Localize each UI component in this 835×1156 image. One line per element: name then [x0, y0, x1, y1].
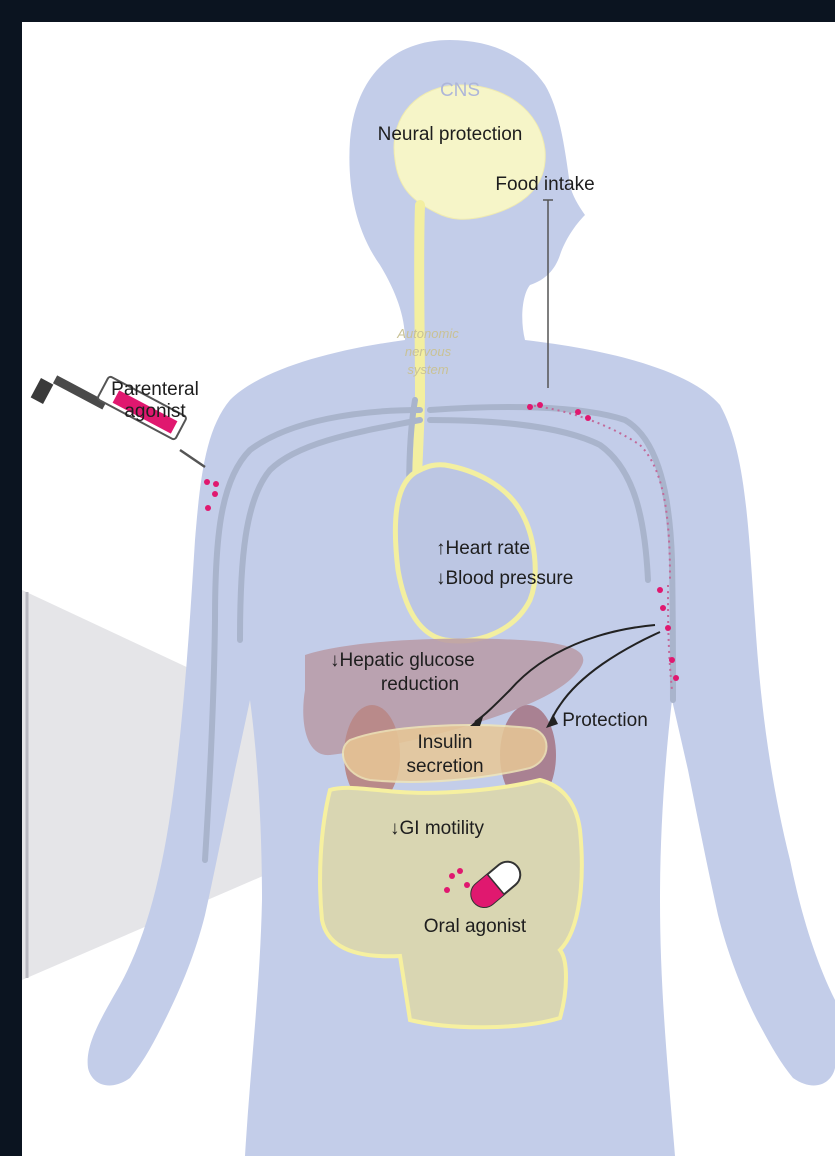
label-autonomic-2: nervous	[405, 344, 452, 359]
label-insulin-2: secretion	[406, 756, 483, 777]
label-autonomic-3: system	[407, 362, 448, 377]
label-hepatic-1: ↓Hepatic glucose	[330, 650, 475, 671]
label-blood-pressure: ↓Blood pressure	[436, 568, 573, 589]
label-autonomic-1: Autonomic	[396, 326, 459, 341]
label-oral-agonist: Oral agonist	[424, 916, 527, 937]
label-protection: Protection	[562, 710, 648, 731]
label-parenteral-2: agonist	[124, 401, 186, 422]
label-hepatic-2: reduction	[381, 674, 459, 695]
label-neural-protection: Neural protection	[378, 124, 523, 145]
label-gi-motility: ↓GI motility	[390, 818, 484, 839]
body-diagram: CNS Neural protection Food intake Autono…	[22, 22, 835, 1156]
label-parenteral-1: Parenteral	[111, 379, 199, 400]
diagram-panel: CNS Neural protection Food intake Autono…	[22, 22, 835, 1156]
label-heart-rate: ↑Heart rate	[436, 538, 530, 559]
label-cns: CNS	[440, 80, 480, 101]
label-insulin-1: Insulin	[418, 732, 473, 753]
label-food-intake: Food intake	[495, 174, 594, 195]
